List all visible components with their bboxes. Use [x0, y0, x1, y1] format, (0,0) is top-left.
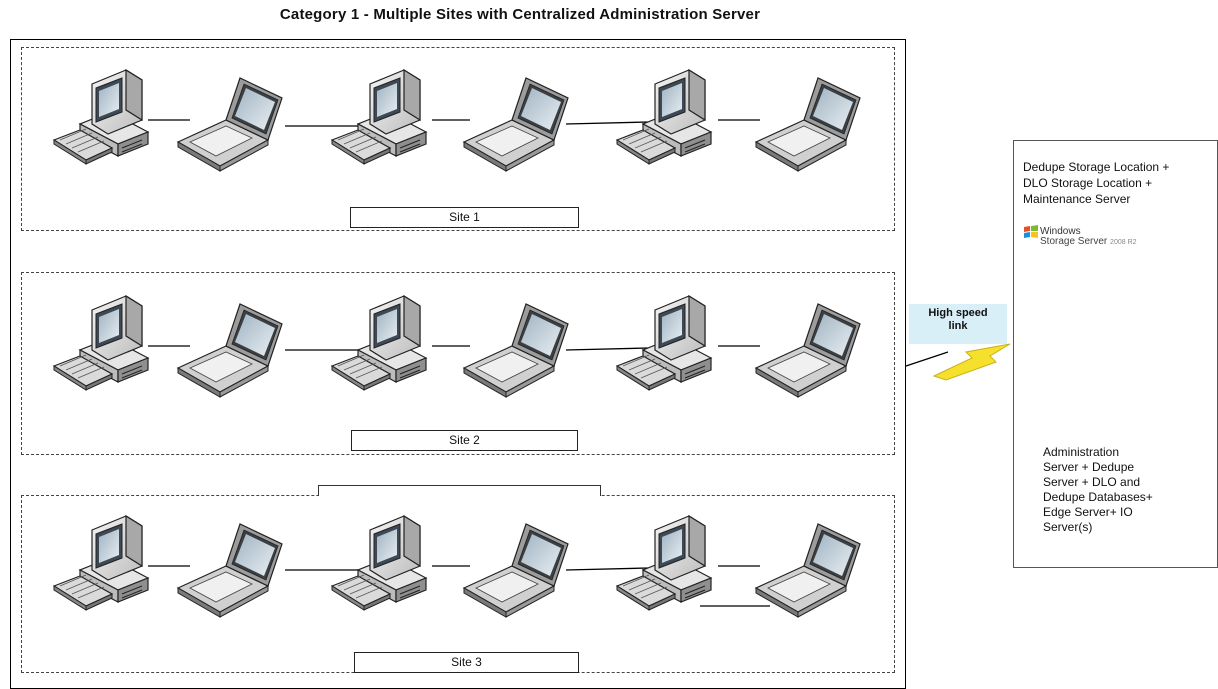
admin-line-4: Dedupe Databases+	[1043, 490, 1153, 504]
link-label-line2: link	[948, 320, 968, 332]
site-2-label: Site 2	[351, 430, 578, 451]
laptop-icon	[463, 303, 569, 398]
desktop-icon	[616, 69, 712, 165]
admin-line-2: Server + Dedupe	[1043, 460, 1135, 474]
storage-line-3: Maintenance Server	[1023, 192, 1131, 206]
desktop-icon	[53, 515, 149, 611]
admin-server-description: Administration Server + Dedupe Server + …	[1043, 445, 1163, 535]
link-label-line1: High speed	[928, 307, 988, 319]
site-3-label: Site 3	[354, 652, 579, 673]
admin-line-6: Server(s)	[1043, 520, 1093, 534]
site-2-network	[53, 295, 861, 398]
laptop-icon	[755, 303, 861, 398]
laptop-icon	[177, 303, 283, 398]
desktop-icon	[53, 295, 149, 391]
storage-server-description: Dedupe Storage Location + DLO Storage Lo…	[1023, 159, 1169, 207]
logo-line-1: Windows	[1040, 226, 1081, 237]
diagram-title: Category 1 - Multiple Sites with Central…	[279, 6, 761, 23]
desktop-icon	[616, 295, 712, 391]
windows-storage-server-logo: Windows Storage Server 2008 R2	[1040, 227, 1137, 248]
lightning-bolt-icon	[932, 343, 1011, 381]
desktop-icon	[331, 69, 427, 165]
link-line	[905, 351, 949, 367]
desktop-icon	[53, 69, 149, 165]
desktop-icon	[331, 295, 427, 391]
site-3-network	[53, 515, 861, 618]
central-server-panel	[1013, 140, 1218, 568]
desktop-icon	[331, 515, 427, 611]
laptop-icon	[755, 523, 861, 618]
windows-logo-icon	[1024, 225, 1038, 238]
laptop-icon	[463, 77, 569, 172]
logo-line-2: Storage Server	[1040, 236, 1108, 247]
desktop-icon	[616, 515, 712, 611]
site-1-boundary	[21, 47, 895, 231]
laptop-icon	[463, 523, 569, 618]
laptop-icon	[177, 523, 283, 618]
admin-line-5: Edge Server+ IO	[1043, 505, 1133, 519]
laptop-icon	[177, 77, 283, 172]
storage-line-1: Dedupe Storage Location +	[1023, 160, 1170, 174]
site-connector-bracket	[318, 485, 601, 496]
site-1-network	[53, 69, 861, 172]
site-2-boundary	[21, 272, 895, 455]
admin-line-1: Administration	[1043, 445, 1120, 459]
storage-line-2: DLO Storage Location +	[1023, 176, 1153, 190]
logo-version: 2008 R2	[1110, 239, 1137, 246]
site-1-label: Site 1	[350, 207, 579, 228]
laptop-icon	[755, 77, 861, 172]
high-speed-link-label: High speed link	[909, 304, 1007, 344]
admin-line-3: Server + DLO and	[1043, 475, 1141, 489]
